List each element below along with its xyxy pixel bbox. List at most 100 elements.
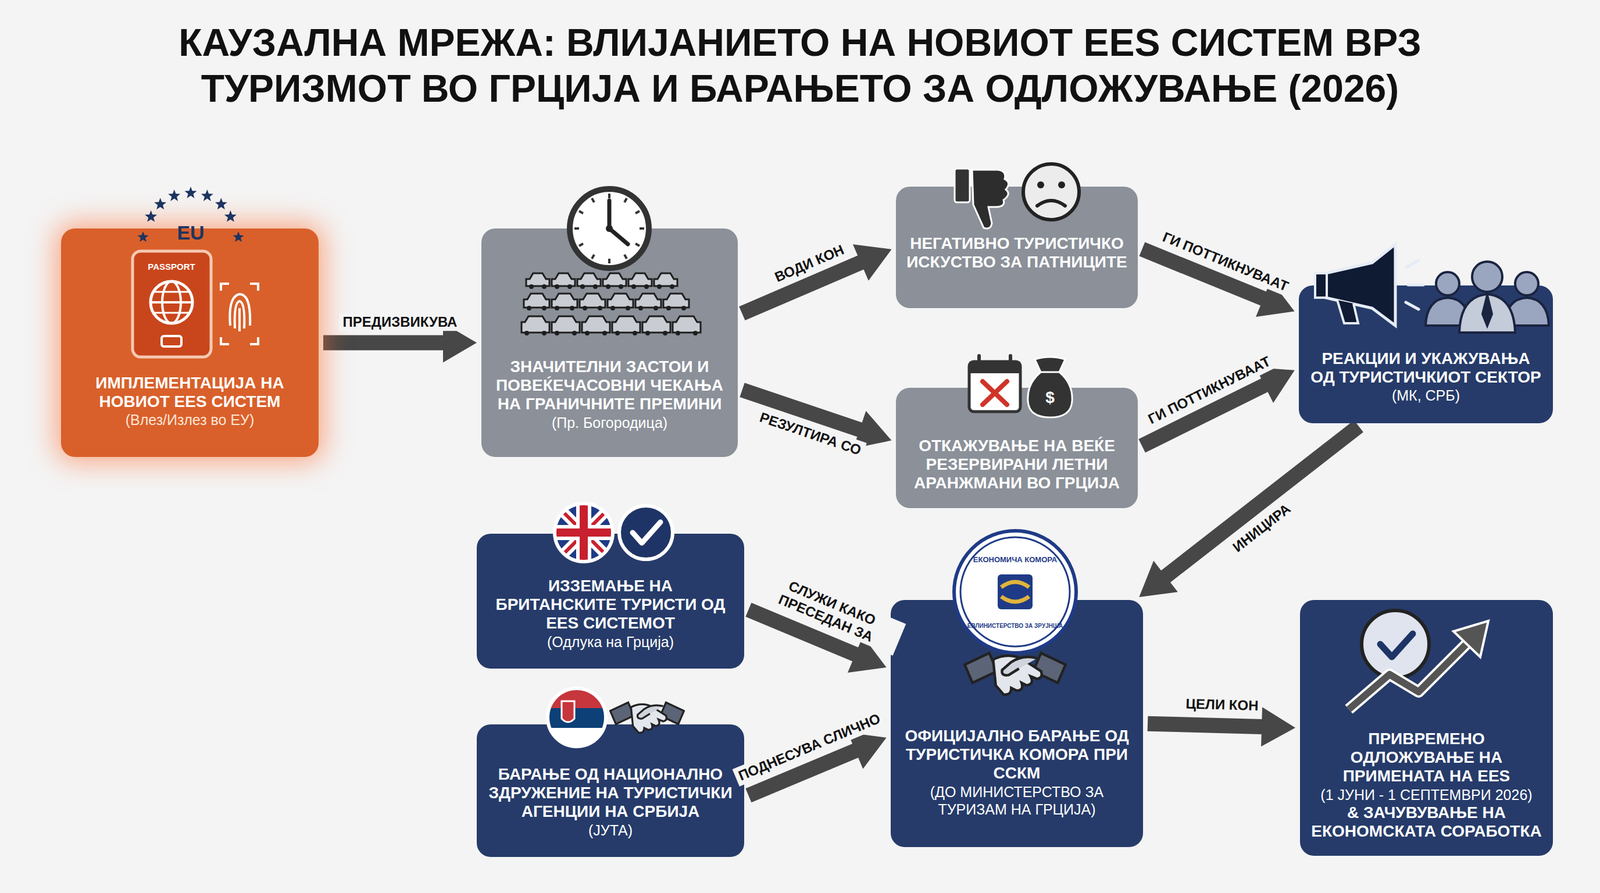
- car-wheel: [638, 305, 644, 311]
- clock-tick: [635, 243, 640, 246]
- uk-flag-icon-part-part: [552, 501, 617, 566]
- clock-tick: [624, 198, 627, 203]
- eu-star: [233, 231, 245, 242]
- node-heading: ИМПЛЕМЕНТАЦИЈА НА НОВИОТ EES СИСТЕМ: [71, 373, 309, 412]
- car: [642, 316, 671, 333]
- clock-icon-part: [605, 225, 613, 232]
- fingerprint-icon-part: [220, 283, 259, 345]
- uk-flag-icon-part-part: [552, 501, 617, 566]
- uk-flag-icon-part: [554, 503, 613, 562]
- car: [551, 293, 578, 308]
- serbia-flag-icon-part: [547, 688, 606, 747]
- car: [523, 293, 550, 308]
- node-note: (МК, СРБ): [1309, 386, 1543, 405]
- passport-icon-part: [150, 301, 193, 304]
- approval-trend-icon-part: [1348, 639, 1471, 710]
- car-wheel: [554, 330, 560, 336]
- node-heading: ПРИВРЕМЕНО ОДЛОЖУВАЊЕ НА ПРИМЕНАТА НА EE…: [1310, 729, 1543, 787]
- node-heading: РЕАКЦИИ И УКАЖУВАЊА ОД ТУРИСТИЧКИОТ СЕКТ…: [1309, 349, 1543, 387]
- megaphone-icon: [1315, 244, 1424, 326]
- clock-icon-part: [569, 188, 649, 269]
- approval-trend-icon: [1348, 610, 1489, 710]
- node-heading: & ЗАЧУВУВАЊЕ НА ЕКОНОМСКАТА СОРАБОТКА: [1310, 803, 1543, 841]
- car-wheel: [584, 330, 590, 336]
- car-wheel: [669, 284, 675, 289]
- clock-tick: [574, 227, 580, 230]
- fingerprint-icon: [220, 283, 259, 345]
- handshake-icon: [964, 652, 1066, 695]
- icon-label: ЕКОНОМИЧА КОМОРА: [973, 555, 1057, 564]
- uk-flag-icon: [552, 501, 617, 566]
- clock-tick: [639, 227, 645, 230]
- car-wheel: [610, 305, 616, 311]
- car-wheel: [526, 305, 532, 311]
- car-wheel: [618, 284, 624, 289]
- car-wheel: [541, 284, 547, 289]
- money-bag-icon-part: [1040, 371, 1060, 374]
- car-wheel: [529, 284, 534, 289]
- serbia-flag-icon-part: [546, 688, 607, 748]
- check-icon-part: [619, 505, 673, 560]
- car: [526, 273, 550, 287]
- icon-label: ЕВЛИНИСТЕРСТВО ЗА ЗРУЈНША: [967, 622, 1063, 630]
- car-wheel: [675, 330, 681, 336]
- car: [581, 316, 610, 333]
- car: [602, 273, 627, 287]
- clock-icon-part: [574, 193, 645, 264]
- car-wheel: [554, 305, 560, 311]
- chamber-logo: [954, 530, 1077, 653]
- clock-tick: [608, 193, 611, 199]
- eu-star: [201, 189, 214, 202]
- passport-icon-part: [153, 291, 190, 313]
- car: [612, 316, 641, 333]
- approval-trend-icon-part: [1361, 610, 1430, 678]
- eu-star: [184, 186, 198, 199]
- car: [551, 316, 580, 333]
- chamber-logo-part: [954, 530, 1077, 653]
- car-wheel: [666, 305, 671, 311]
- car-wheel: [593, 284, 598, 289]
- process-box: НЕГАТИВНО ТУРИСТИЧКО ИСКУСТВО ЗА ПАТНИЦИ…: [895, 186, 1138, 309]
- serbia-flag-icon-part-part: [561, 701, 575, 723]
- clock-tick: [579, 243, 584, 246]
- traffic-jam-icon: [521, 273, 701, 336]
- icon-label: PASSPORT: [147, 261, 195, 272]
- car: [577, 273, 601, 287]
- car-wheel: [524, 330, 530, 336]
- node-note: (ДО МИНИСТЕРСТВО ЗА ТУРИЗАМ НА ГРЦИЈА): [901, 783, 1133, 819]
- passport-icon-part: [150, 281, 193, 324]
- node-heading: ИЗЗЕМАЊЕ НА БРИТАНСКИТЕ ТУРИСТИ ОД EES С…: [487, 576, 734, 634]
- handshake-icon: [610, 702, 685, 733]
- car: [654, 273, 678, 287]
- process-box: ИЗЗЕМАЊЕ НА БРИТАНСКИТЕ ТУРИСТИ ОД EES С…: [476, 533, 745, 669]
- people-icon-part: [1459, 294, 1516, 333]
- passport-icon-part: [161, 336, 182, 347]
- people-icon-part: [1436, 272, 1460, 296]
- fingerprint-icon-part: [238, 308, 241, 332]
- car-wheel: [645, 330, 650, 336]
- car-wheel: [597, 305, 603, 311]
- clock-icon: [569, 188, 649, 269]
- megaphone-icon-part: [1405, 260, 1424, 310]
- approval-trend-icon-part: [1348, 639, 1471, 710]
- money-bag-icon-part: [1027, 356, 1073, 418]
- node-heading: ЗНАЧИТЕЛНИ ЗАСТОИ И ПОВЕЌЕЧАСОВНИ ЧЕКАЊА…: [491, 357, 728, 414]
- car: [607, 293, 634, 308]
- serbia-flag-icon-part-part: [546, 708, 607, 728]
- serbia-flag-icon: [546, 688, 607, 748]
- edge-label: ПРЕДИЗВИКУВА: [339, 312, 462, 332]
- thumbs-down-icon-part: [954, 168, 970, 203]
- thumbs-down-icon-part: [972, 169, 1009, 229]
- chamber-logo-part: [1001, 581, 1030, 602]
- uk-flag-icon-part-part: [552, 501, 617, 566]
- car-wheel: [662, 330, 668, 336]
- icon-label: EU: [176, 221, 205, 245]
- passport-icon: [132, 251, 212, 357]
- car-wheel: [625, 305, 631, 311]
- node-note: (Влез/Излез во ЕУ): [71, 411, 309, 429]
- car: [628, 273, 652, 287]
- check-icon: [619, 505, 673, 560]
- node-note: (1 ЈУНИ - 1 СЕПТЕМВРИ 2026): [1310, 786, 1543, 804]
- sad-face-icon-part: [1037, 181, 1045, 189]
- car: [663, 293, 689, 308]
